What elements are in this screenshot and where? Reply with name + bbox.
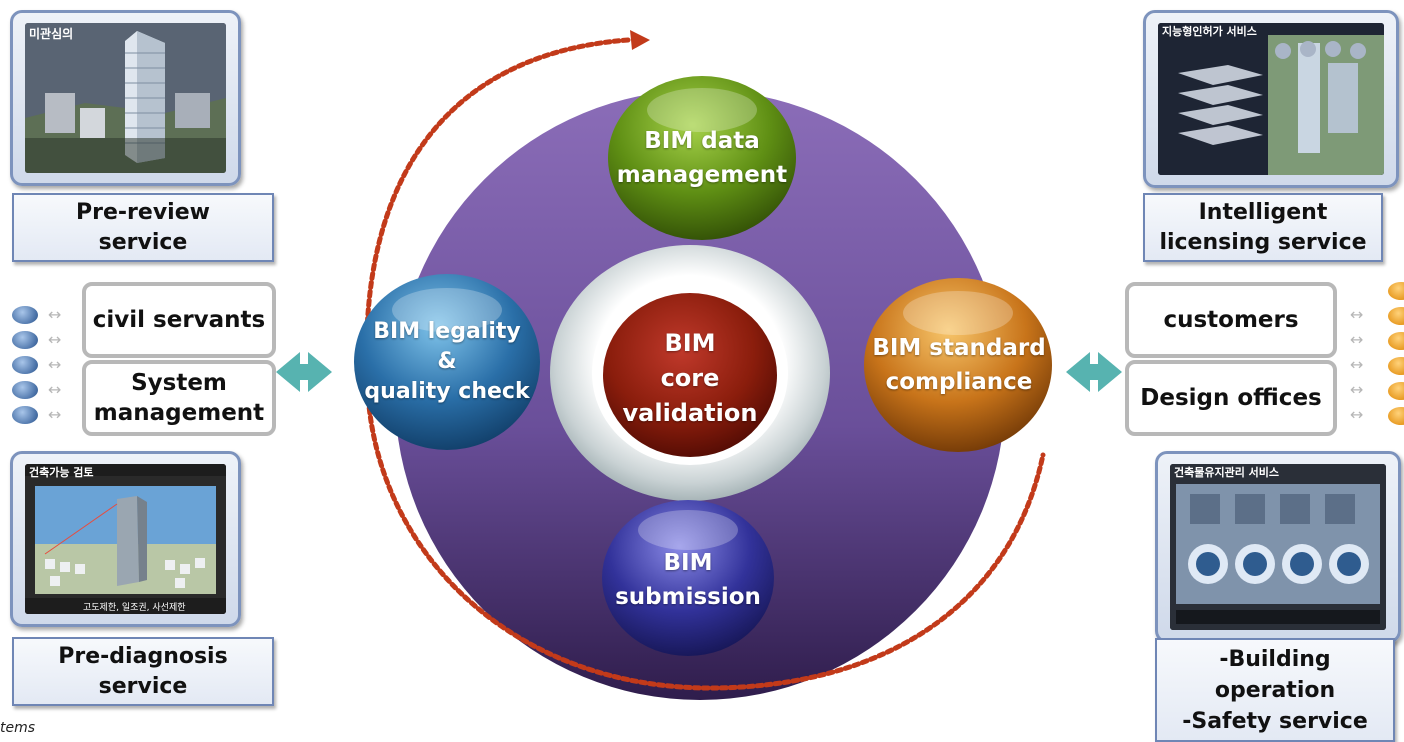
person-dot-icon <box>1388 357 1404 375</box>
licensing-image-card: 지능형인허가 서비스 <box>1143 10 1399 188</box>
small-arrow-icon: ↔ <box>48 380 62 399</box>
cycle-arrow <box>364 37 1046 691</box>
sphere-label-data-management: BIM data management <box>616 128 788 188</box>
licensing-caption: 지능형인허가 서비스 <box>1162 25 1257 38</box>
small-arrow-icon: ↔ <box>48 405 62 424</box>
pre-review-label: Pre-review service <box>12 193 274 262</box>
pre-diagnosis-label: Pre-diagnosis service <box>12 637 274 706</box>
sphere-standard-compliance <box>864 278 1052 452</box>
small-arrow-icon: ↔ <box>48 330 62 349</box>
person-dot-icon <box>12 406 38 424</box>
person-dot-icon <box>1388 282 1404 300</box>
person-dot-icon <box>1388 407 1404 425</box>
pre-review-image-card: 미관심의 <box>10 10 241 186</box>
cycle-arrow-head <box>630 30 650 50</box>
person-dot-icon <box>1388 382 1404 400</box>
role-design-offices: Design offices <box>1125 360 1337 436</box>
core-circle <box>603 293 777 457</box>
pre-diagnosis-screenshot: 건축가능 검토 고도제한, 일조권, 사선제한 <box>25 464 226 614</box>
small-arrow-icon: ↔ <box>1350 405 1364 424</box>
small-arrow-icon: ↔ <box>1350 305 1364 324</box>
sphere-data-management <box>608 76 796 240</box>
role-system-management: System management <box>82 360 276 436</box>
pre-diagnosis-caption: 건축가능 검토 <box>29 466 94 479</box>
person-dot-icon <box>1388 307 1404 325</box>
person-dot-icon <box>12 331 38 349</box>
sphere-label-legality: BIM legality & quality check <box>364 319 530 404</box>
role-civil-servants: civil servants <box>82 282 276 358</box>
pre-diagnosis-footer: 고도제한, 일조권, 사선제한 <box>83 603 186 613</box>
building-operation-image-card: 건축물유지관리 서비스 <box>1155 451 1401 643</box>
small-arrow-icon: ↔ <box>1350 330 1364 349</box>
sphere-label-compliance: BIM standard compliance <box>872 335 1046 395</box>
person-dot-icon <box>12 356 38 374</box>
building-operation-label: -Building operation -Safety service <box>1155 638 1395 742</box>
sphere-legality-quality <box>354 274 540 450</box>
sphere-label-submission: BIM submission <box>615 550 761 610</box>
double-arrow-icon <box>276 352 332 392</box>
footnote: tems <box>0 720 36 736</box>
small-arrow-icon: ↔ <box>48 355 62 374</box>
role-customers: customers <box>1125 282 1337 358</box>
licensing-screenshot: 지능형인허가 서비스 <box>1158 23 1384 175</box>
pre-diagnosis-image-card: 건축가능 검토 고도제한, 일조권, 사선제한 <box>10 451 241 627</box>
sphere-submission <box>602 500 774 656</box>
building-operation-caption: 건축물유지관리 서비스 <box>1174 466 1280 479</box>
small-arrow-icon: ↔ <box>48 305 62 324</box>
pre-review-screenshot: 미관심의 <box>25 23 226 173</box>
person-dot-icon <box>12 306 38 324</box>
person-dot-icon <box>1388 332 1404 350</box>
building-operation-screenshot: 건축물유지관리 서비스 <box>1170 464 1386 630</box>
core-label: BIM core validation <box>622 328 758 427</box>
person-dot-icon <box>12 381 38 399</box>
double-arrow-icon <box>1066 352 1122 392</box>
small-arrow-icon: ↔ <box>1350 355 1364 374</box>
licensing-label: Intelligent licensing service <box>1143 193 1383 262</box>
pre-review-caption: 미관심의 <box>29 27 74 41</box>
small-arrow-icon: ↔ <box>1350 380 1364 399</box>
